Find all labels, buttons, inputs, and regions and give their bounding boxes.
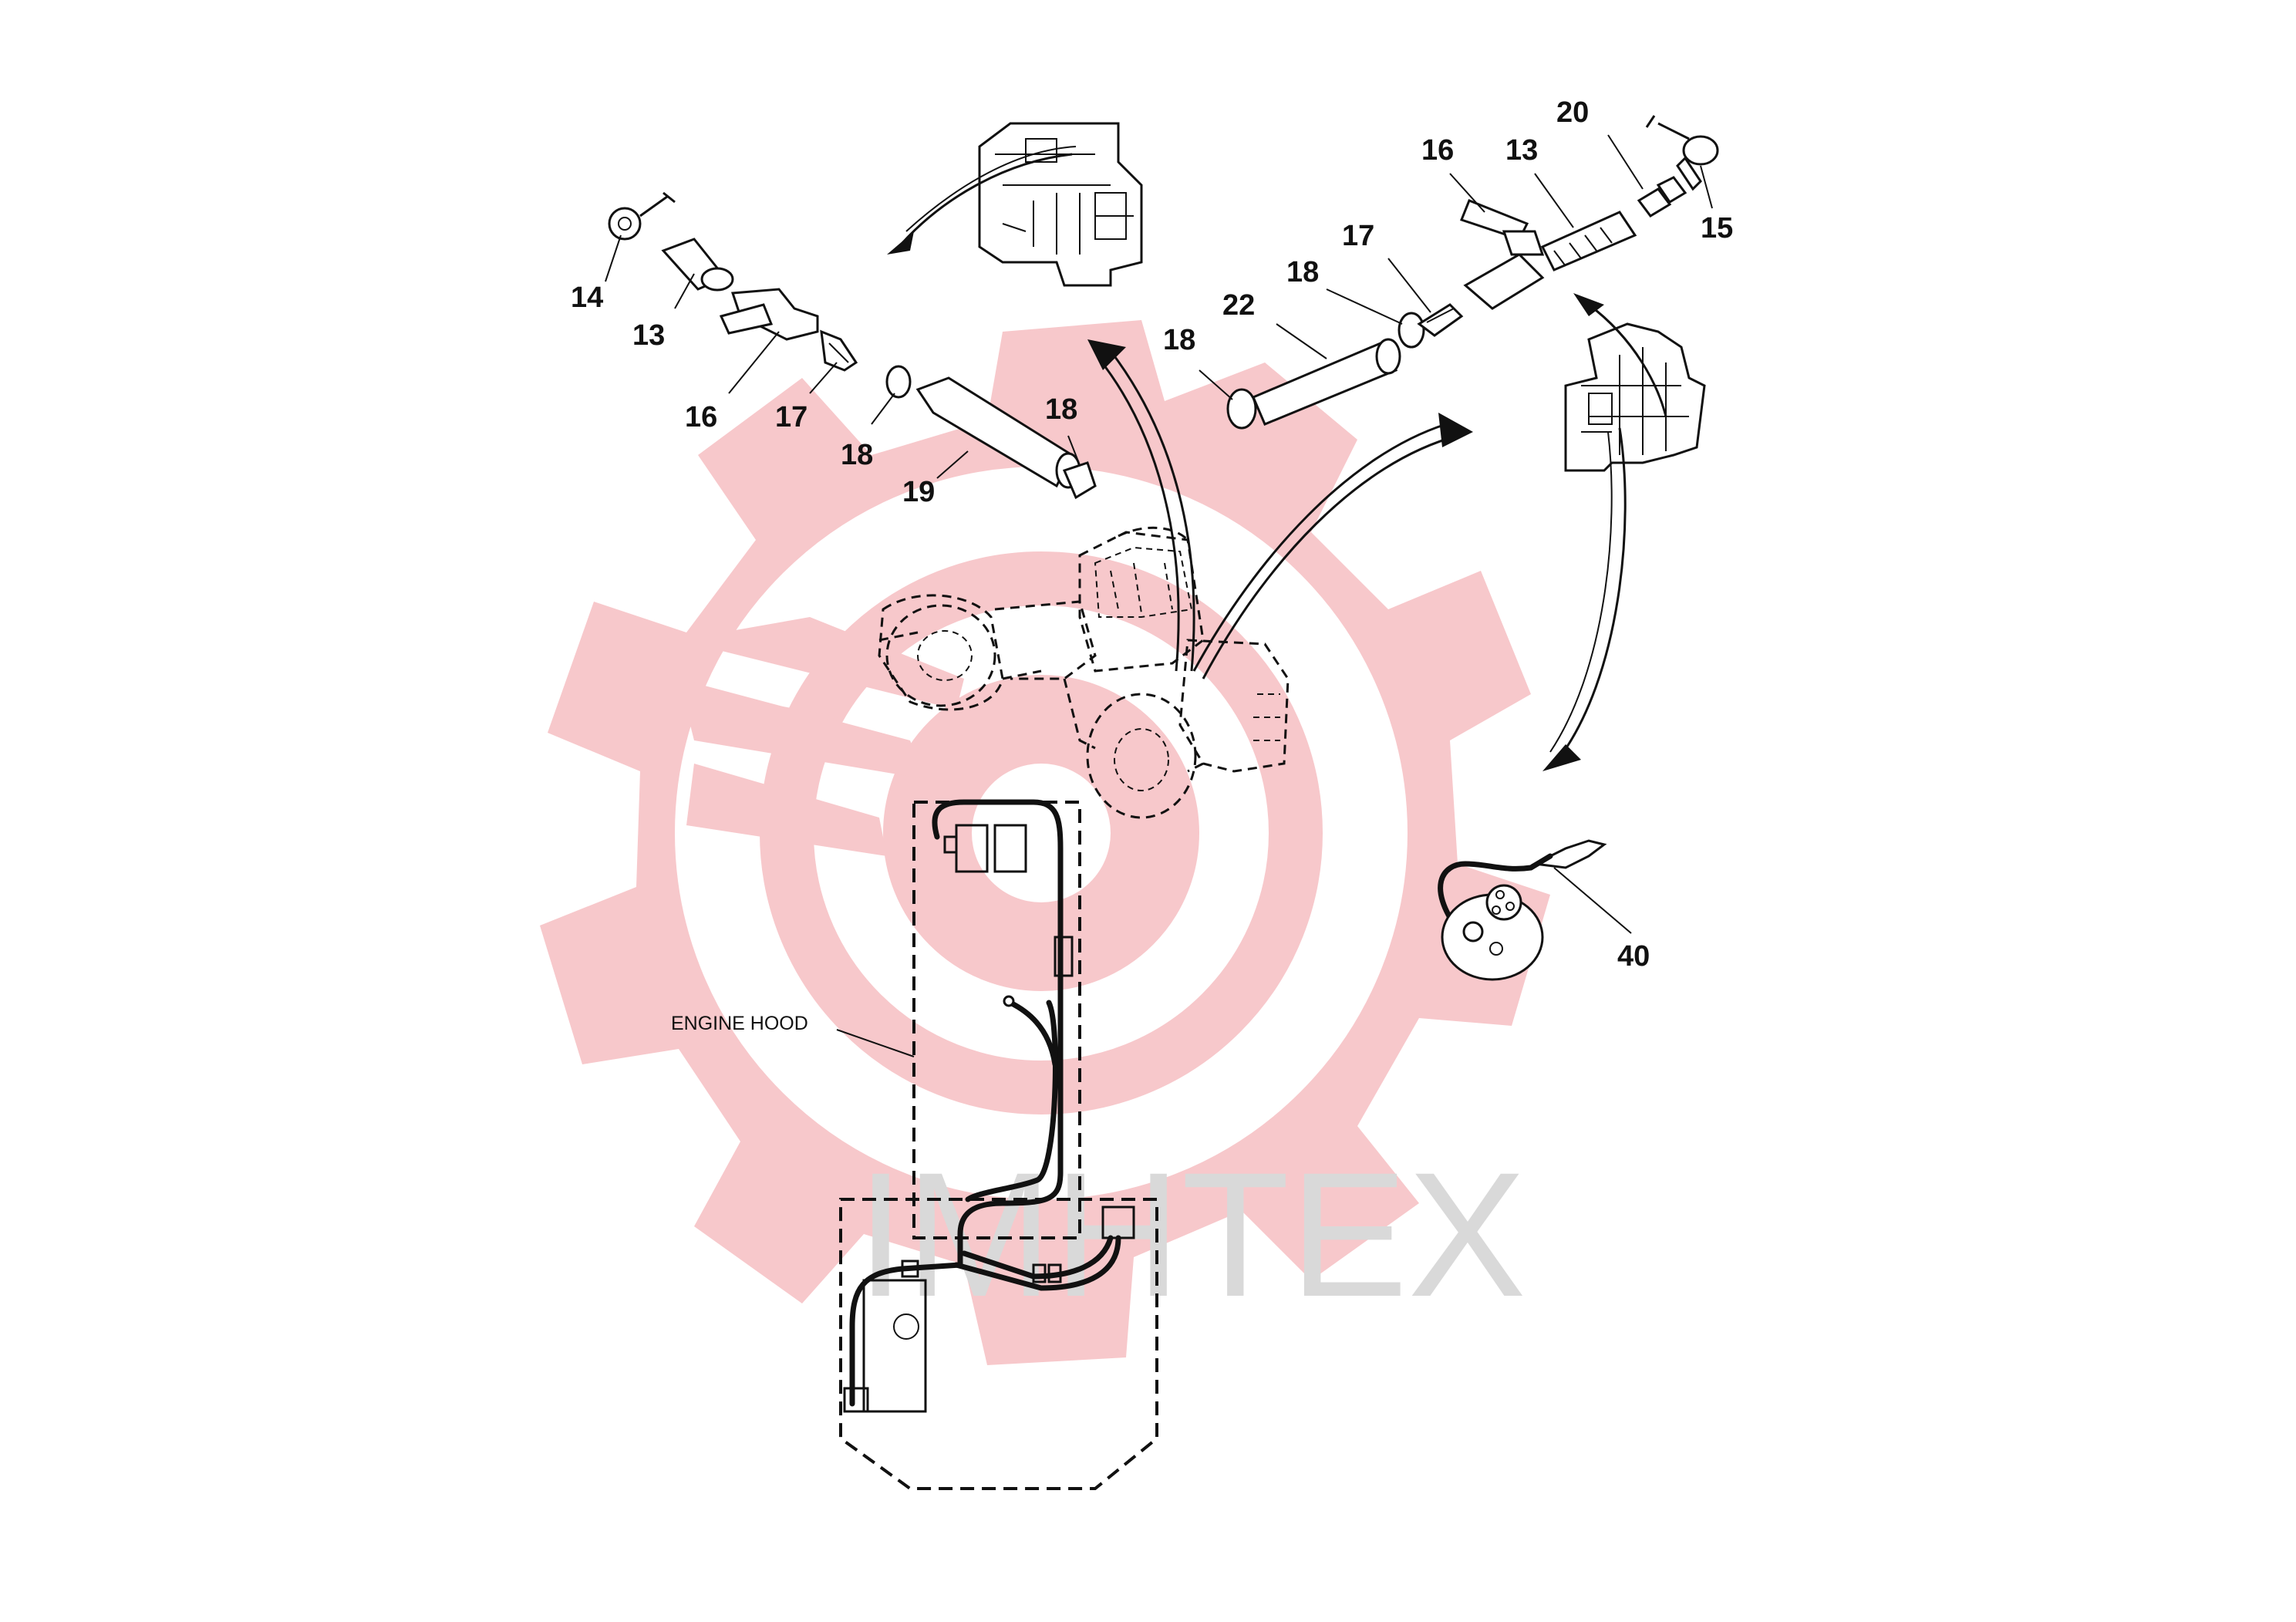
callout-17-right: 17 bbox=[1342, 220, 1374, 252]
engine-view-right bbox=[1542, 293, 1706, 771]
watermark-text: IMHTEX bbox=[856, 1135, 1526, 1334]
engine-hood-label: ENGINE HOOD bbox=[671, 1013, 808, 1034]
part-16-valve-right bbox=[1463, 253, 1545, 310]
callout-14: 14 bbox=[571, 282, 603, 314]
part-18-clamp-upper bbox=[1397, 312, 1425, 349]
part-18-clamp-end bbox=[1062, 461, 1097, 500]
callout-18-left-lower: 18 bbox=[841, 439, 873, 471]
watermark-logo: IMHTEX bbox=[540, 320, 1550, 1365]
callout-15: 15 bbox=[1701, 212, 1733, 244]
part-17-nipple bbox=[820, 329, 858, 372]
callout-40: 40 bbox=[1617, 940, 1650, 973]
callout-13-right: 13 bbox=[1505, 134, 1538, 167]
callout-numbers: 14 13 16 17 18 19 18 18 22 18 17 16 13 2… bbox=[571, 96, 1733, 973]
callout-18-right-upper: 18 bbox=[1286, 256, 1319, 288]
part-17-nipple-right bbox=[1417, 303, 1464, 337]
callout-18-right-lower: 18 bbox=[1163, 324, 1195, 356]
watermark-speed-lines bbox=[679, 617, 964, 856]
part-18-clamp-lower bbox=[1226, 388, 1257, 430]
engine-view-left bbox=[887, 122, 1143, 287]
callout-18-left-end: 18 bbox=[1045, 393, 1077, 426]
callout-19: 19 bbox=[902, 476, 935, 508]
callout-16-right: 16 bbox=[1421, 134, 1454, 167]
part-18-clamp bbox=[885, 365, 912, 399]
callout-22: 22 bbox=[1222, 289, 1255, 322]
hose-assembly-right bbox=[1199, 115, 1719, 430]
callout-17-left: 17 bbox=[775, 401, 807, 433]
part-14-banjo bbox=[608, 207, 642, 241]
callout-16-left: 16 bbox=[685, 401, 717, 433]
part-15-banjo bbox=[1682, 135, 1719, 166]
compactor-machine bbox=[878, 526, 1290, 819]
reference-arrows bbox=[1087, 339, 1473, 679]
hose-assembly-left bbox=[605, 191, 1097, 500]
engine-hood-wiring: ENGINE HOOD bbox=[671, 799, 1158, 1490]
callout-20: 20 bbox=[1556, 96, 1589, 129]
part-20-adapter bbox=[1637, 187, 1672, 218]
part-40-harness bbox=[1438, 839, 1632, 981]
callout-13-left: 13 bbox=[632, 319, 665, 352]
